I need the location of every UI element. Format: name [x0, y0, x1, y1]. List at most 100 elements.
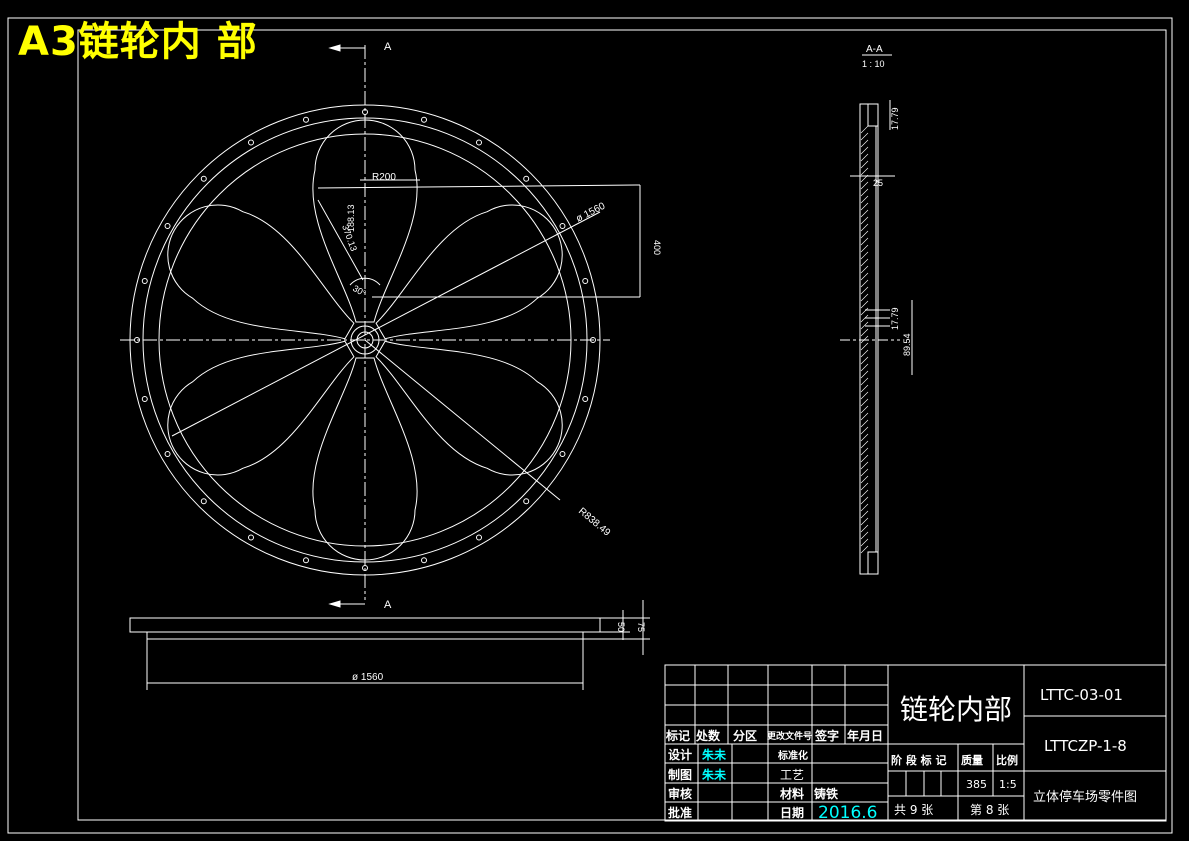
hatch-line: [860, 174, 869, 183]
hatch-line: [860, 433, 869, 442]
scale-value: 1:5: [999, 778, 1017, 791]
drawing-number: LTTC-03-01: [1040, 686, 1123, 704]
hatch-line: [860, 461, 869, 470]
row-approve: 批准: [668, 805, 692, 820]
hatch-line: [860, 181, 869, 190]
dim-1779-top: 17.79: [890, 107, 900, 130]
hdr-sign: 签字: [814, 728, 839, 743]
hatch-line: [860, 244, 869, 253]
hatch-line: [860, 335, 869, 344]
bolt-hole: [302, 116, 309, 123]
dim-188: 188.13: [346, 204, 356, 232]
hatch-line: [860, 195, 869, 204]
hatch-line: [860, 272, 869, 281]
sheet-number: 第 8 张: [970, 803, 1009, 817]
bolt-hole: [164, 223, 171, 229]
project-name: 立体停车场零件图: [1033, 789, 1137, 805]
hatch-line: [860, 237, 869, 246]
scale-label: 比例: [996, 753, 1018, 767]
hatch-line: [860, 349, 869, 358]
hatch-line: [860, 398, 869, 407]
petal-cutout: [312, 357, 418, 561]
dim-75: 75: [636, 622, 646, 632]
hatch-line: [860, 510, 869, 519]
petal-cutout: [312, 119, 418, 323]
hatch-line: [860, 265, 869, 274]
hatch-line: [860, 440, 869, 449]
hatch-line: [860, 167, 869, 176]
hatch-line: [860, 209, 869, 218]
dim-1779-mid: 17.79: [890, 307, 900, 330]
dim-r200: R200: [372, 172, 396, 183]
hdr-count: 处数: [695, 728, 721, 743]
dim-bottom-diameter: ø 1560: [352, 672, 384, 683]
hatch-line: [860, 202, 869, 211]
hatch-line: [860, 314, 869, 323]
part-name: 链轮内部: [900, 693, 1012, 726]
bolt-hole: [141, 396, 148, 403]
section-hatching: [860, 125, 869, 554]
hatch-line: [860, 447, 869, 456]
material-label: 材料: [779, 786, 804, 801]
bolt-hole: [559, 223, 566, 229]
hatch-line: [860, 125, 869, 134]
bolt-hole: [421, 116, 428, 123]
hatch-line: [860, 405, 869, 414]
date-label: 日期: [780, 805, 804, 820]
dim-400: 400: [652, 240, 662, 255]
hatch-line: [860, 160, 869, 169]
section-title: A-A: [866, 44, 883, 55]
hatch-line: [860, 419, 869, 428]
bolt-hole: [164, 451, 171, 457]
bolt-hole: [248, 139, 254, 146]
section-body: [859, 103, 879, 575]
petal-cutout: [167, 204, 355, 340]
dim-37013-line: [317, 199, 364, 281]
petal-cutout: [375, 340, 563, 476]
mass-label: 质量: [961, 753, 983, 767]
dim-angle: 30°: [351, 283, 368, 299]
hatch-line: [860, 230, 869, 239]
row-check: 审核: [668, 786, 692, 801]
cut-label-bottom: A: [384, 599, 392, 611]
hatch-line: [860, 531, 869, 540]
row-design: 设计: [668, 747, 692, 762]
outer-frame: [7, 17, 1173, 834]
bolt-hole: [200, 498, 207, 505]
hatch-line: [860, 363, 869, 372]
hatch-line: [860, 426, 869, 435]
hatch-line: [860, 132, 869, 141]
drafter-name: 朱未: [702, 767, 726, 782]
bolt-hole: [476, 139, 482, 146]
hdr-change: 更改文件号: [767, 730, 812, 742]
dim-8954: 89.54: [902, 333, 912, 356]
total-sheets: 共 9 张: [894, 803, 933, 817]
hatch-line: [860, 146, 869, 155]
dim-r838: R838.49: [576, 506, 612, 539]
hatch-line: [860, 328, 869, 337]
radius-dim-line: [364, 339, 561, 501]
hatch-line: [860, 293, 869, 302]
hatch-line: [860, 251, 869, 260]
hatch-line: [860, 377, 869, 386]
sheet-badge-title: A3链轮内 部: [18, 19, 258, 65]
hdr-zone: 分区: [733, 728, 757, 743]
hatch-line: [860, 216, 869, 225]
section-scale: 1 : 10: [862, 59, 885, 69]
hatch-line: [860, 538, 869, 547]
bolt-hole: [302, 557, 309, 564]
dim-diameter: ø 1560: [574, 201, 607, 225]
diameter-dim-line: [171, 211, 601, 437]
hatch-line: [860, 412, 869, 421]
hatch-line: [860, 496, 869, 505]
hatch-line: [860, 468, 869, 477]
hatch-line: [860, 223, 869, 232]
wheel-front-view: [120, 45, 641, 600]
mass-value: 385: [966, 778, 987, 791]
hatch-line: [860, 188, 869, 197]
bolt-hole: [582, 396, 589, 403]
assembly-number: LTTCZP-1-8: [1044, 737, 1127, 755]
date-value: 2016.6: [818, 803, 877, 823]
hatch-line: [860, 517, 869, 526]
